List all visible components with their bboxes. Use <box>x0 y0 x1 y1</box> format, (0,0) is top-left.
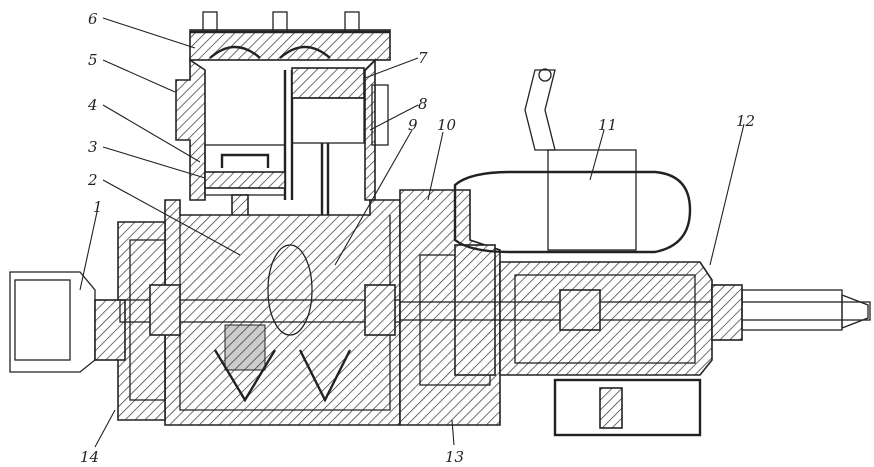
crankshaft <box>119 284 451 336</box>
callout-1: 1 <box>93 198 103 216</box>
callout-8: 8 <box>418 95 428 113</box>
gearbox <box>499 261 713 437</box>
clutch-housing <box>399 189 501 426</box>
callout-2: 2 <box>87 171 98 189</box>
electric-motor <box>453 68 692 254</box>
crankcase <box>164 199 401 426</box>
cylinder-block <box>175 58 389 201</box>
cylinder-head <box>189 11 391 61</box>
front-cover <box>9 221 166 421</box>
output-shaft <box>399 284 871 341</box>
callout-14: 14 <box>80 448 99 466</box>
callout-11: 11 <box>598 116 617 134</box>
callout-5: 5 <box>88 51 98 69</box>
callout-13: 13 <box>445 448 464 466</box>
callout-12: 12 <box>736 112 755 130</box>
callout-3: 3 <box>88 138 98 156</box>
callout-4: 4 <box>87 96 98 114</box>
callout-7: 7 <box>418 49 428 67</box>
callout-labels: 6 5 4 3 2 1 7 8 9 10 11 12 13 14 <box>80 10 755 466</box>
callout-10: 10 <box>437 116 457 134</box>
callout-6: 6 <box>88 10 98 28</box>
callout-9: 9 <box>408 116 418 134</box>
leader-lines <box>79 17 745 448</box>
